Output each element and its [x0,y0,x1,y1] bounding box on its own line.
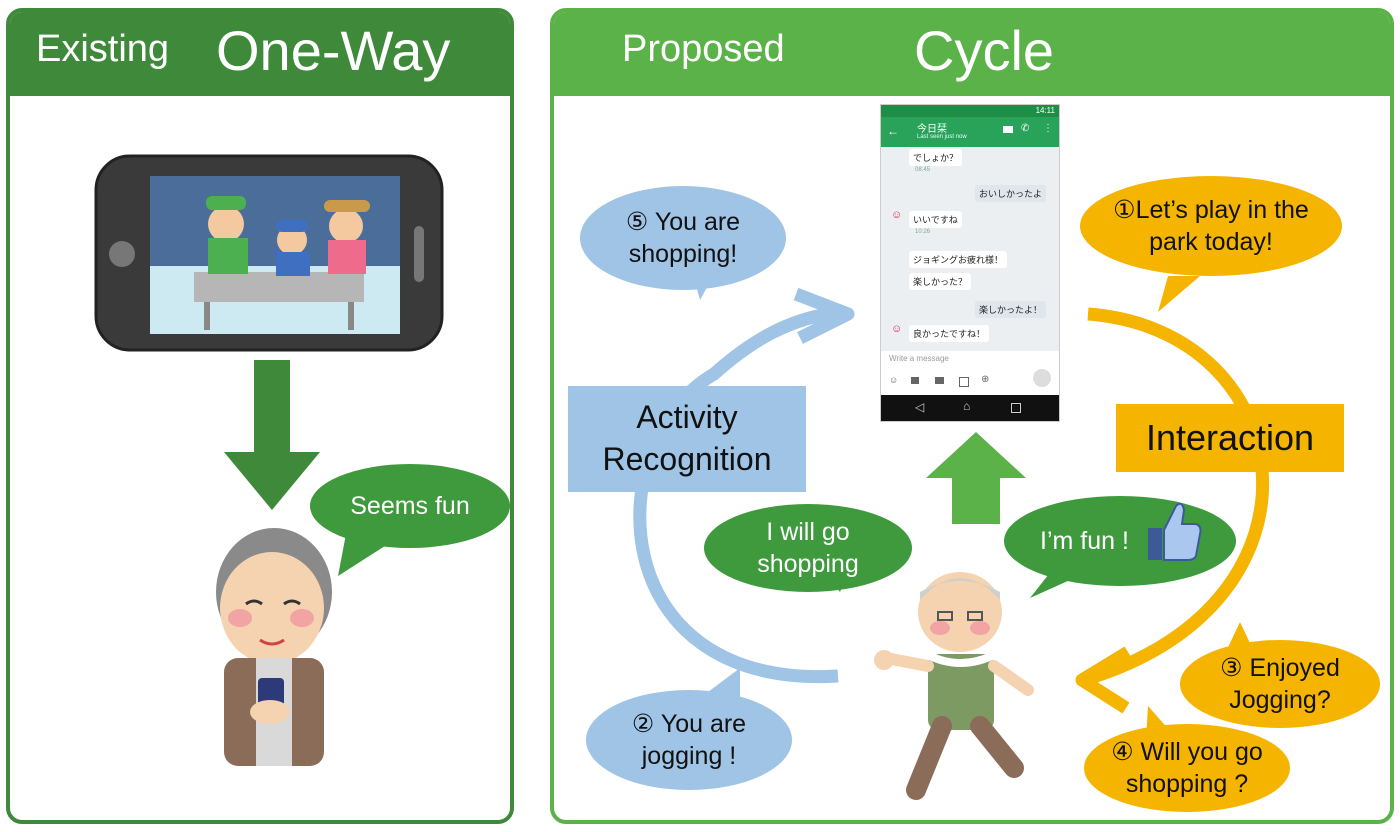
proposed-header: Proposed Cycle [554,12,1390,96]
running-elderly-man-illustration [874,572,1034,800]
elderly-man-illustration [216,528,332,766]
chat-timestamp: 10:26 [915,229,931,235]
up-arrow-icon [926,432,1026,478]
bubble-text: ③ Enjoyed Jogging? [1220,653,1340,715]
status-bar: 14:11 [881,105,1059,117]
gallery-icon[interactable] [911,377,919,384]
interaction-box: Interaction [1116,404,1344,472]
bubble-you-are-jogging: ② You are jogging ! [586,690,792,790]
contact-status: Last seen just now [917,134,967,140]
yellow-arrowhead-icon [1075,646,1132,714]
bubble-text: ①Let’s play in the park today! [1113,195,1309,257]
chat-message-sent: 楽しかったよ！ [975,301,1047,318]
sticker-icon[interactable] [959,377,969,387]
message-input[interactable]: Write a message [889,354,949,363]
nav-recent-icon[interactable] [1011,403,1021,413]
bubble-you-are-shopping: ⑤ You are shopping! [580,186,786,290]
cycle-title: Cycle [914,19,1055,82]
seems-fun-bubble: Seems fun [310,464,510,548]
interaction-text: Interaction [1145,417,1315,458]
message-composer: Write a message ☺ ⊕ [881,351,1059,395]
home-button-icon [109,241,135,267]
proposed-label: Proposed [622,28,785,70]
chat-message: 良かったですね！ [909,325,990,342]
chat-header: ← 今日栞 Last seen just now ✆ ⋮ [881,117,1059,147]
bubble-i-will-go-shopping: I will go shopping [704,504,912,592]
bubble-will-you-go-shopping: ④ Will you go shopping ? [1084,724,1290,812]
video-call-icon[interactable] [1003,126,1013,133]
emoji-icon[interactable]: ☺ [889,375,899,385]
more-menu-icon[interactable]: ⋮ [1043,123,1053,134]
phone-call-icon[interactable]: ✆ [1021,123,1030,134]
bubble-text: I’m fun ! [1040,526,1129,555]
location-icon[interactable]: ⊕ [981,374,990,385]
one-way-title: One-Way [216,19,451,82]
down-arrow-icon [224,360,320,510]
nav-back-icon[interactable]: ◁ [915,400,925,414]
chat-app-screenshot: 14:11 ← 今日栞 Last seen just now ✆ ⋮ でしょか？… [880,104,1060,422]
blue-arrowhead-icon [793,287,855,344]
status-time: 14:11 [1035,106,1055,115]
bubble-text: I will go shopping [757,517,859,579]
camera-icon[interactable] [935,377,944,384]
activity-recognition-text: Activity Recognition [602,399,772,477]
seems-fun-text: Seems fun [350,491,470,520]
avatar-icon: ☺ [891,323,903,335]
bubble-text: ④ Will you go shopping ? [1111,737,1263,799]
nav-home-icon[interactable]: ⌂ [963,399,971,413]
back-arrow-icon[interactable]: ← [887,124,899,138]
activity-recognition-box: Activity Recognition [568,386,806,492]
bubble-lets-play: ①Let’s play in the park today! [1080,176,1342,276]
bubble-text: ② You are jogging ! [631,709,747,771]
existing-header: Existing One-Way [10,12,510,96]
chat-message-sent: おいしかったよ [975,185,1047,202]
chat-timestamp: 08:45 [915,167,931,173]
bubble-enjoyed-jogging: ③ Enjoyed Jogging? [1180,640,1380,728]
existing-panel: Existing One-Way Seems fun [6,8,514,824]
android-nav-bar: ◁ ⌂ [881,395,1059,421]
interaction-arc [1087,307,1269,685]
thumbs-up-icon [1148,502,1202,561]
chat-message: ジョギングお疲れ様！ [909,251,1008,268]
chat-message: 楽しかった？ [909,273,972,290]
chat-message: でしょか？ [909,149,963,166]
send-button[interactable] [1033,369,1051,387]
chat-message: いいですね [909,211,962,228]
smartphone-illustration [94,154,444,352]
contact-name: 今日栞 [917,124,947,135]
bubble-text: ⑤ You are shopping! [625,207,741,269]
activity-arc [633,305,841,683]
existing-label: Existing [36,28,170,70]
avatar-icon: ☺ [891,209,903,221]
